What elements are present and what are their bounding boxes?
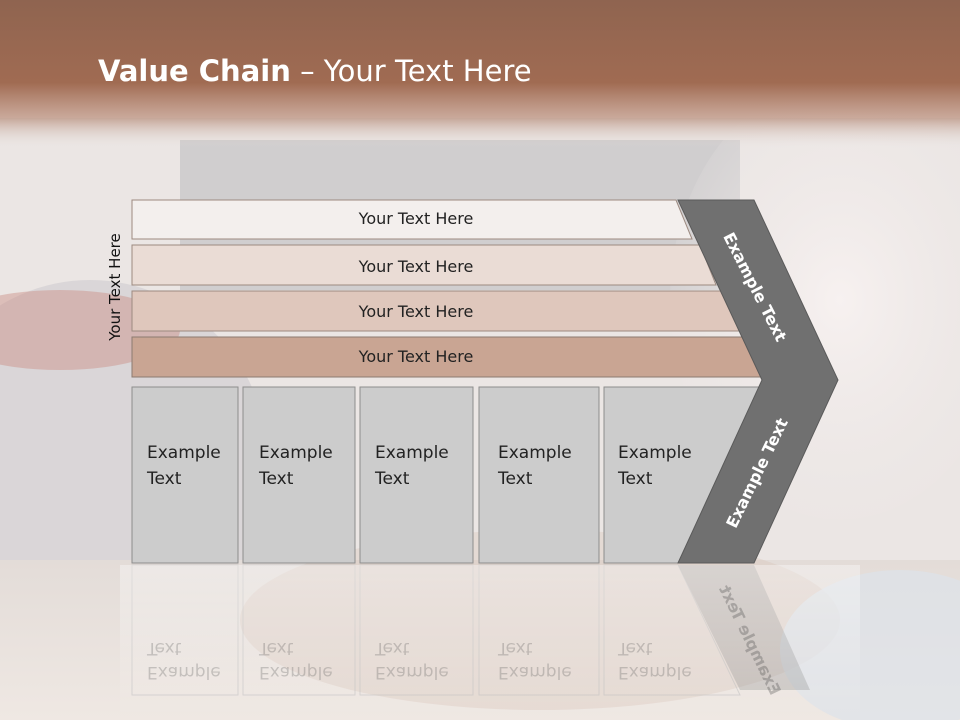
cell-shape-4 xyxy=(478,386,600,564)
cell-reflection-2-line2: Text xyxy=(259,638,294,658)
cell-label-5-line2: Text xyxy=(618,469,653,489)
title-rest: – Your Text Here xyxy=(290,54,532,88)
row-label-1: Your Text Here xyxy=(358,209,474,228)
cell-shape-2 xyxy=(242,386,356,564)
cell-label-4-line1: Example xyxy=(498,443,572,463)
cell-reflection-3-line1: Example xyxy=(375,662,449,682)
cell-label-1: Example Text xyxy=(147,440,221,492)
cell-reflection-5-line1: Example xyxy=(618,662,692,682)
cell-label-2: Example Text xyxy=(259,440,333,492)
cell-reflection-5: Example Text xyxy=(618,636,692,684)
cell-reflection-1-line1: Example xyxy=(147,662,221,682)
row-label-2: Your Text Here xyxy=(358,257,474,276)
cell-reflection-4-line1: Example xyxy=(498,662,572,682)
cell-reflection-2-line1: Example xyxy=(259,662,333,682)
slide-title: Value Chain – Your Text Here xyxy=(98,54,532,88)
cell-label-5-line1: Example xyxy=(618,443,692,463)
cell-reflection-4-line2: Text xyxy=(498,638,533,658)
cell-label-3: Example Text xyxy=(375,440,449,492)
cell-shape-1 xyxy=(131,386,239,564)
cell-reflection-5-line2: Text xyxy=(618,638,653,658)
cell-reflection-2: Example Text xyxy=(259,636,333,684)
cell-label-4-line2: Text xyxy=(498,469,533,489)
row-shape-1 xyxy=(131,199,693,240)
cell-reflection-1-line2: Text xyxy=(147,638,182,658)
cell-label-2-line1: Example xyxy=(259,443,333,463)
row-label-4: Your Text Here xyxy=(358,347,474,366)
cell-label-1-line1: Example xyxy=(147,443,221,463)
cell-label-5: Example Text xyxy=(618,440,692,492)
cell-label-3-line2: Text xyxy=(375,469,410,489)
cell-reflection-3-line2: Text xyxy=(375,638,410,658)
cell-label-1-line2: Text xyxy=(147,469,182,489)
row-shape-2 xyxy=(131,244,717,286)
cell-reflection-4: Example Text xyxy=(498,636,572,684)
cell-label-4: Example Text xyxy=(498,440,572,492)
cell-shape-3 xyxy=(359,386,474,564)
row-label-3: Your Text Here xyxy=(358,302,474,321)
title-bold: Value Chain xyxy=(98,54,291,88)
cell-reflection-3: Example Text xyxy=(375,636,449,684)
chevron-shape xyxy=(677,199,839,564)
cell-reflection-1: Example Text xyxy=(147,636,221,684)
cell-label-2-line2: Text xyxy=(259,469,294,489)
cell-label-3-line1: Example xyxy=(375,443,449,463)
